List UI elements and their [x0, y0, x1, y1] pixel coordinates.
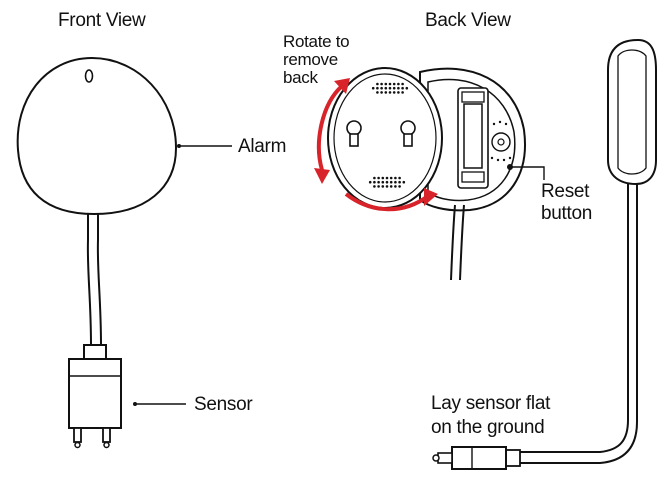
- lay-flat-label-line2: on the ground: [431, 417, 544, 438]
- front-view-label: Front View: [58, 10, 146, 31]
- sensor-prong-left: [73, 427, 82, 443]
- vent-hole: [381, 176, 385, 180]
- vent-hole: [389, 176, 393, 180]
- alarm-side-face: [617, 49, 647, 175]
- battery-terminal-bottom: [461, 171, 485, 183]
- flat-sensor-body: [451, 446, 507, 470]
- reset-label-line1: Reset: [541, 181, 590, 202]
- vent-hole: [376, 91, 379, 94]
- vent-hole: [376, 86, 379, 90]
- vent-hole: [380, 91, 383, 94]
- vent-hole: [389, 180, 393, 184]
- vent-hole: [380, 82, 383, 86]
- vent-hole: [397, 82, 400, 86]
- sensor-collar: [83, 344, 107, 360]
- vent-hole: [389, 185, 393, 188]
- vent-hole: [394, 180, 397, 184]
- rotate-label-line3: back: [283, 68, 319, 87]
- alarm-leader-dot: [177, 144, 181, 148]
- vent-hole: [388, 82, 392, 86]
- vent-hole: [397, 86, 400, 90]
- vent-hole: [398, 185, 401, 188]
- front-view-group: Front View Alarm Sensor: [16, 10, 286, 449]
- reset-leader-line: [510, 166, 545, 180]
- vent-hole: [398, 176, 401, 180]
- rotate-label-line2: remove: [283, 50, 338, 69]
- back-view-group: Back View Rotate to remove back: [283, 10, 592, 281]
- reset-label-line2: button: [541, 203, 592, 224]
- vent-hole: [377, 176, 380, 180]
- lay-flat-label-line1: Lay sensor flat: [431, 393, 551, 414]
- vent-hole: [377, 180, 380, 184]
- rotate-arrow-icon: [314, 78, 438, 212]
- vent-hole: [402, 180, 406, 184]
- sensor-head: [68, 358, 122, 429]
- sensor-tip-left: [74, 441, 81, 449]
- back-view-label: Back View: [425, 10, 511, 31]
- vent-hole: [394, 185, 397, 188]
- vent-hole: [388, 91, 392, 94]
- back-cable: [450, 204, 456, 281]
- vent-hole: [401, 82, 404, 86]
- back-cable-inner: [459, 204, 465, 281]
- vent-hole: [385, 180, 389, 184]
- vent-hole: [373, 176, 376, 180]
- vent-hole: [385, 185, 389, 188]
- vent-hole: [401, 86, 404, 90]
- buzzer-icon: [491, 132, 511, 152]
- vent-hole: [385, 176, 389, 180]
- vent-hole: [371, 86, 375, 90]
- flat-sensor-prong: [437, 452, 453, 464]
- vent-hole: [392, 82, 396, 86]
- vent-hole: [388, 86, 392, 90]
- vent-grid-bottom: [368, 176, 406, 188]
- vent-hole: [397, 91, 400, 94]
- flat-sensor-collar: [505, 449, 521, 467]
- vent-hole: [373, 180, 376, 184]
- vent-hole: [373, 185, 376, 188]
- vent-hole: [368, 180, 372, 184]
- battery: [463, 103, 483, 169]
- sensor-label: Sensor: [194, 394, 253, 415]
- vent-hole: [376, 82, 379, 86]
- vent-hole: [401, 91, 404, 94]
- vent-hole: [384, 91, 388, 94]
- vent-hole: [377, 185, 380, 188]
- keyhole-left: [346, 120, 362, 147]
- vent-hole: [392, 91, 396, 94]
- alarm-label: Alarm: [238, 136, 286, 157]
- side-cable-outer: [520, 184, 629, 453]
- front-cable: [86, 214, 92, 346]
- alarm-body-side: [607, 38, 657, 186]
- vent-hole: [398, 180, 401, 184]
- vent-hole: [381, 185, 385, 188]
- vent-grid-top: [371, 82, 409, 94]
- vent-hole: [384, 86, 388, 90]
- buzzer-center: [497, 138, 505, 146]
- vent-hole: [380, 86, 383, 90]
- vent-hole: [394, 176, 397, 180]
- battery-terminal-top: [461, 91, 485, 103]
- flat-sensor-tip: [432, 454, 440, 462]
- sensor-tip-right: [103, 441, 110, 449]
- vent-hole: [384, 82, 388, 86]
- vent-hole: [405, 86, 409, 90]
- pcb-dots: [490, 120, 512, 162]
- side-view-group: Lay sensor flat on the ground: [431, 38, 657, 470]
- sensor-prong-right: [102, 427, 111, 443]
- front-cable-inner: [96, 214, 102, 346]
- vent-hole: [381, 180, 385, 184]
- sensor-leader-dot: [133, 402, 137, 406]
- back-cover-rim: [333, 73, 437, 203]
- side-cable-inner: [520, 184, 638, 464]
- alarm-body-front: [16, 56, 178, 216]
- rotate-label-line1: Rotate to: [283, 32, 349, 51]
- vent-hole: [392, 86, 396, 90]
- keyhole-right: [400, 120, 416, 147]
- alarm-hang-hole: [84, 69, 94, 83]
